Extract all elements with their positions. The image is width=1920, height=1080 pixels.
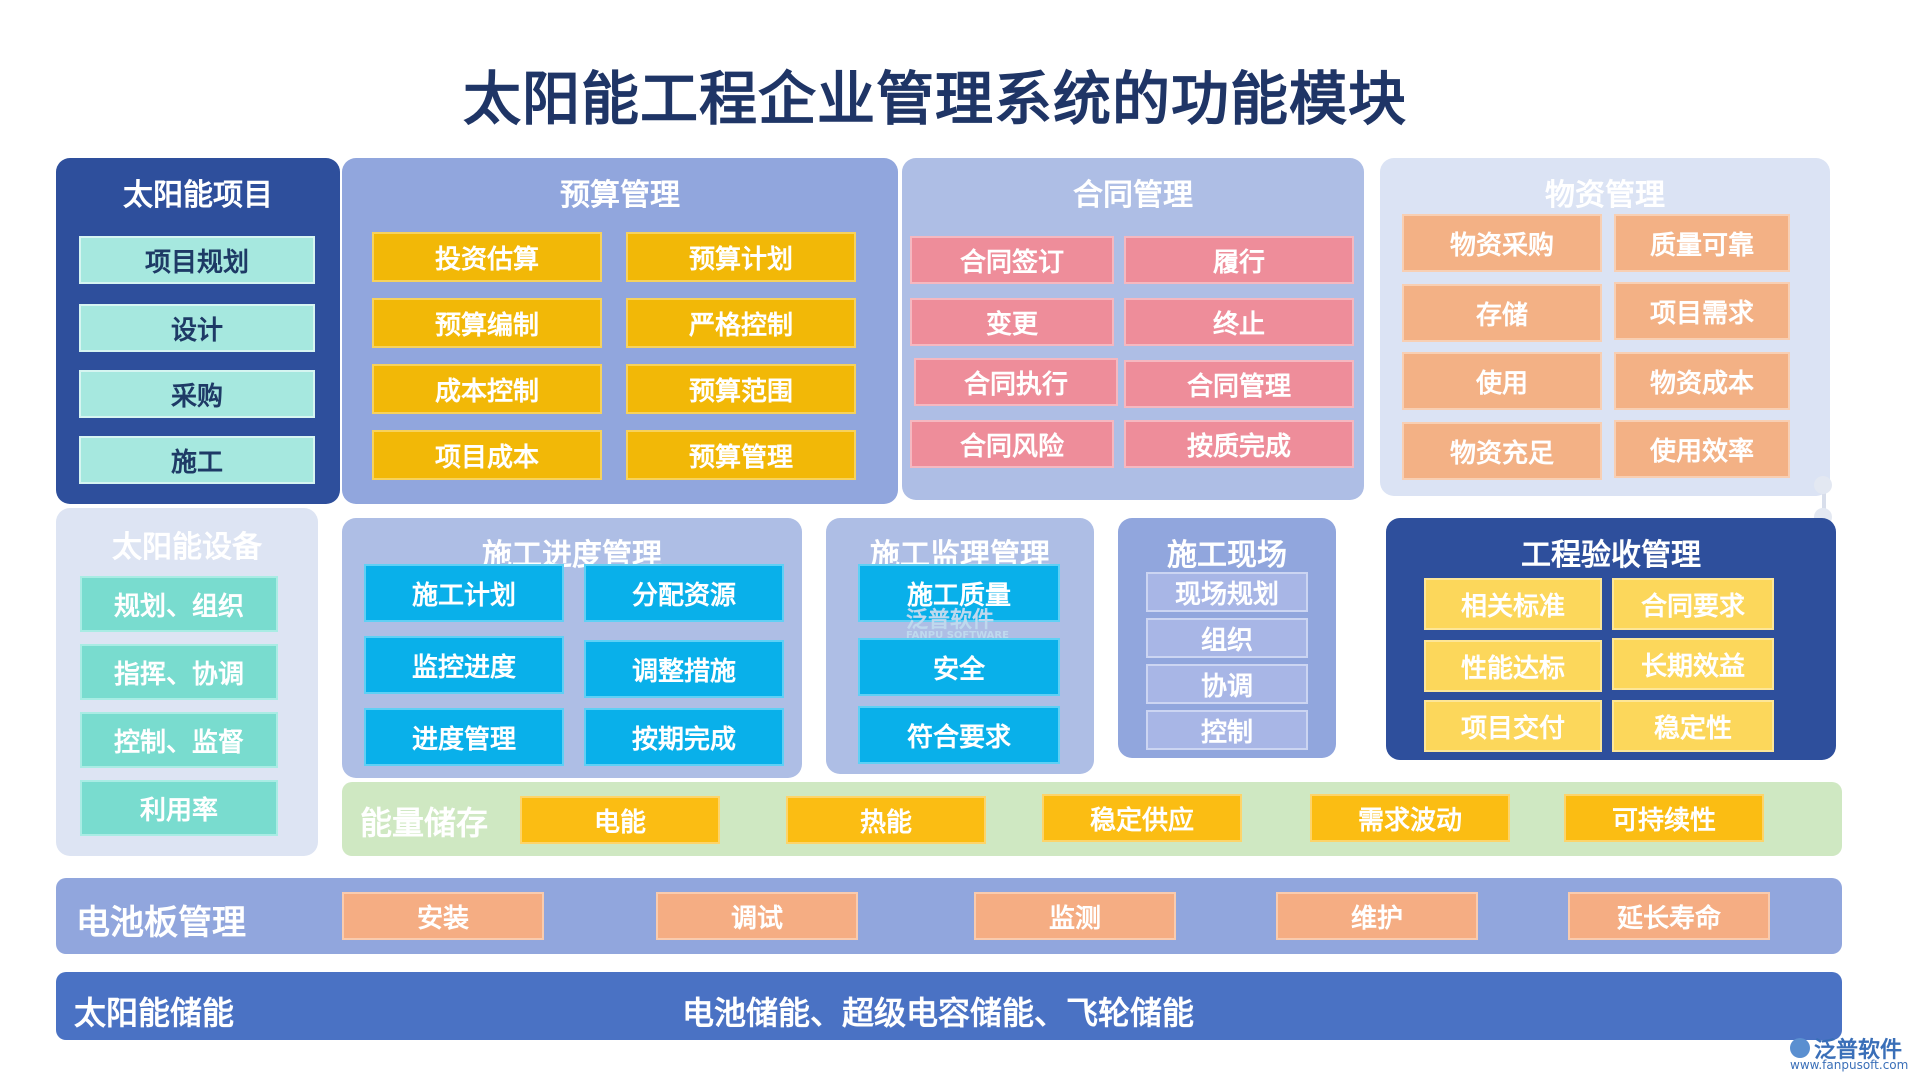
materials-item: 使用 — [1402, 352, 1602, 410]
energy-item: 可持续性 — [1564, 794, 1764, 842]
supervision-panel: 施工监理管理 施工质量 安全 符合要求 — [826, 518, 1094, 774]
contract-item: 履行 — [1124, 236, 1354, 284]
budget-item: 投资估算 — [372, 232, 602, 282]
page-title: 太阳能工程企业管理系统的功能模块 — [462, 65, 1407, 133]
materials-item: 质量可靠 — [1614, 214, 1790, 272]
site-title: 施工现场 — [1167, 538, 1287, 573]
acceptance-item: 相关标准 — [1424, 578, 1602, 630]
battery-panel: 电池板管理 安装 调试 监测 维护 延长寿命 — [56, 878, 1842, 954]
contract-panel: 合同管理 合同签订 履行 变更 终止 合同执行 合同管理 合同风险 按质完成 — [902, 158, 1364, 500]
solar-project-item: 采购 — [79, 370, 315, 418]
equipment-title: 太阳能设备 — [112, 530, 262, 565]
materials-item: 存储 — [1402, 284, 1602, 342]
storage-text: 电池储能、超级电容储能、飞轮储能 — [682, 994, 1195, 1032]
connector-line — [1822, 484, 1826, 514]
budget-item: 成本控制 — [372, 364, 602, 414]
progress-item: 进度管理 — [364, 708, 564, 766]
energy-item: 稳定供应 — [1042, 794, 1242, 842]
contract-title: 合同管理 — [1073, 178, 1193, 213]
materials-item: 项目需求 — [1614, 282, 1790, 340]
progress-item: 施工计划 — [364, 564, 564, 622]
solar-project-panel: 太阳能项目 项目规划 设计 采购 施工 — [56, 158, 340, 504]
acceptance-title: 工程验收管理 — [1521, 538, 1701, 573]
contract-item: 合同签订 — [910, 236, 1114, 284]
equipment-item: 利用率 — [80, 780, 278, 836]
materials-panel: 物资管理 物资采购 质量可靠 存储 项目需求 使用 物资成本 物资充足 使用效率 — [1380, 158, 1830, 496]
budget-item: 预算计划 — [626, 232, 856, 282]
site-item: 现场规划 — [1146, 572, 1308, 612]
materials-item: 物资成本 — [1614, 352, 1790, 410]
budget-title: 预算管理 — [560, 178, 680, 213]
progress-panel: 施工进度管理 施工计划 分配资源 监控进度 调整措施 进度管理 按期完成 — [342, 518, 802, 778]
storage-panel: 太阳能储能 电池储能、超级电容储能、飞轮储能 — [56, 972, 1842, 1040]
solar-project-item: 设计 — [79, 304, 315, 352]
budget-item: 项目成本 — [372, 430, 602, 480]
energy-item: 电能 — [520, 796, 720, 844]
battery-item: 监测 — [974, 892, 1176, 940]
battery-item: 调试 — [656, 892, 858, 940]
energy-item: 需求波动 — [1310, 794, 1510, 842]
budget-item: 预算范围 — [626, 364, 856, 414]
acceptance-item: 性能达标 — [1424, 640, 1602, 692]
battery-item: 维护 — [1276, 892, 1478, 940]
supervision-item: 施工质量 — [858, 564, 1060, 622]
site-panel: 施工现场 现场规划 组织 协调 控制 — [1118, 518, 1336, 758]
equipment-item: 指挥、协调 — [80, 644, 278, 700]
budget-panel: 预算管理 投资估算 预算计划 预算编制 严格控制 成本控制 预算范围 项目成本 … — [342, 158, 898, 504]
equipment-panel: 太阳能设备 规划、组织 指挥、协调 控制、监督 利用率 — [56, 508, 318, 856]
budget-item: 严格控制 — [626, 298, 856, 348]
battery-item: 延长寿命 — [1568, 892, 1770, 940]
contract-item: 合同风险 — [910, 420, 1114, 468]
contract-item: 终止 — [1124, 298, 1354, 346]
progress-item: 分配资源 — [584, 564, 784, 622]
acceptance-item: 合同要求 — [1612, 578, 1774, 630]
solar-project-item: 施工 — [79, 436, 315, 484]
energy-panel: 能量储存 电能 热能 稳定供应 需求波动 可持续性 — [342, 782, 1842, 856]
materials-item: 物资采购 — [1402, 214, 1602, 272]
energy-item: 热能 — [786, 796, 986, 844]
battery-item: 安装 — [342, 892, 544, 940]
supervision-item: 符合要求 — [858, 706, 1060, 764]
materials-title: 物资管理 — [1545, 178, 1665, 213]
materials-item: 物资充足 — [1402, 422, 1602, 480]
progress-item: 监控进度 — [364, 636, 564, 694]
acceptance-item: 长期效益 — [1612, 638, 1774, 690]
contract-item: 变更 — [910, 298, 1114, 346]
contract-item: 合同管理 — [1124, 360, 1354, 408]
contract-item: 合同执行 — [914, 358, 1118, 406]
acceptance-item: 稳定性 — [1612, 700, 1774, 752]
site-item: 协调 — [1146, 664, 1308, 704]
corner-logo: 泛普软件 — [1790, 1032, 1902, 1064]
progress-item: 按期完成 — [584, 708, 784, 766]
supervision-item: 安全 — [858, 638, 1060, 696]
solar-project-item: 项目规划 — [79, 236, 315, 284]
acceptance-item: 项目交付 — [1424, 700, 1602, 752]
equipment-item: 规划、组织 — [80, 576, 278, 632]
corner-watermark-url: www.fanpusoft.com — [1790, 1058, 1909, 1072]
site-item: 组织 — [1146, 618, 1308, 658]
equipment-item: 控制、监督 — [80, 712, 278, 768]
energy-title: 能量储存 — [360, 804, 489, 842]
solar-project-title: 太阳能项目 — [123, 178, 273, 213]
corner-watermark-cn: 泛普软件 — [1814, 1038, 1903, 1063]
logo-icon — [1790, 1038, 1810, 1058]
budget-item: 预算管理 — [626, 430, 856, 480]
connector-dot — [1814, 476, 1832, 494]
center-watermark-en: FANPU SOFTWARE — [906, 630, 1009, 641]
progress-item: 调整措施 — [584, 640, 784, 698]
budget-item: 预算编制 — [372, 298, 602, 348]
site-item: 控制 — [1146, 710, 1308, 750]
acceptance-panel: 工程验收管理 相关标准 合同要求 性能达标 长期效益 项目交付 稳定性 — [1386, 518, 1836, 760]
materials-item: 使用效率 — [1614, 420, 1790, 478]
battery-title: 电池板管理 — [76, 903, 246, 943]
center-watermark-cn: 泛普软件 — [906, 608, 995, 633]
storage-title: 太阳能储能 — [74, 994, 235, 1032]
contract-item: 按质完成 — [1124, 420, 1354, 468]
